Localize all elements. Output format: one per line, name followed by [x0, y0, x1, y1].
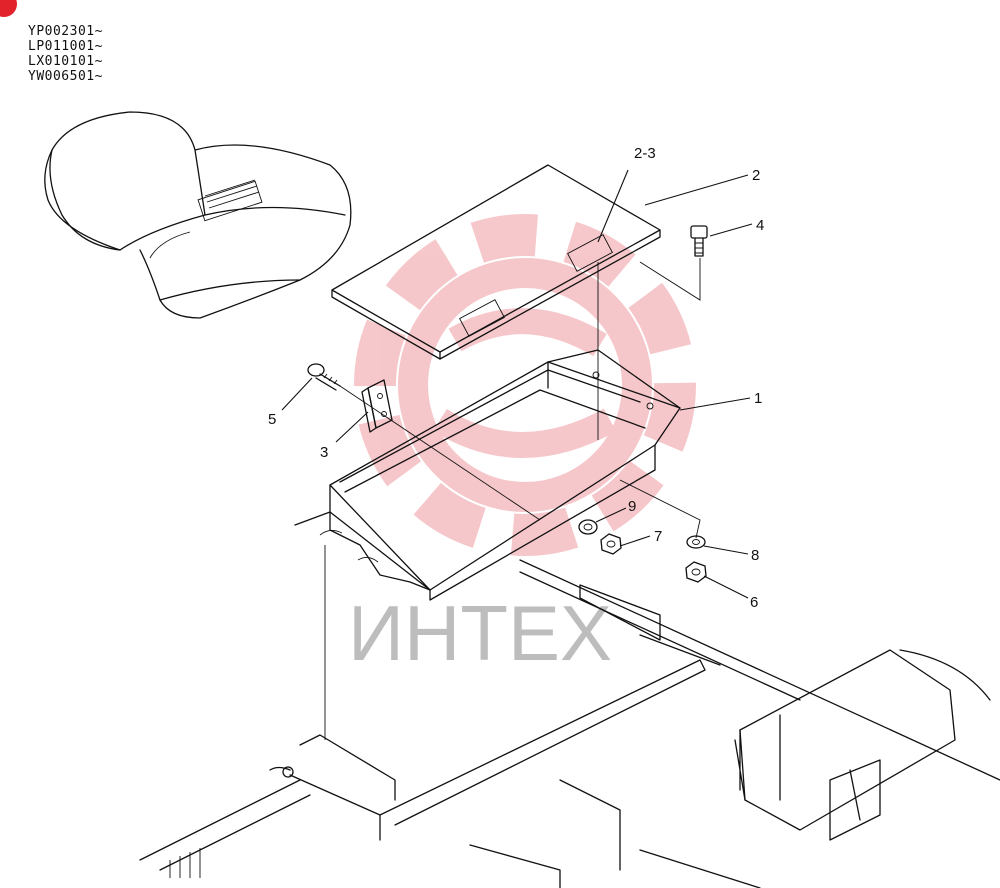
callout-leaders [281, 169, 753, 599]
nut-part-6 [685, 561, 707, 583]
callout-9: 9 [628, 498, 636, 515]
callout-6: 6 [750, 594, 758, 611]
bolt-part-5 [307, 363, 341, 391]
serial-number: YW006501~ [28, 69, 103, 84]
callout-3: 3 [320, 444, 328, 461]
machine-frame [139, 559, 1000, 888]
nut-part-9 [578, 519, 598, 535]
serial-number-list: YP002301~ LP011001~ LX010101~ YW006501~ [28, 24, 103, 84]
assembly-lines [324, 258, 701, 740]
callout-8: 8 [751, 547, 759, 564]
corner-badge [0, 0, 17, 17]
callout-4: 4 [756, 217, 764, 234]
bolt-part-4 [690, 225, 708, 257]
bracket-part-3 [361, 379, 393, 433]
serial-number: YP002301~ [28, 24, 103, 39]
callout-2-3: 2-3 [634, 145, 656, 162]
callout-1: 1 [754, 390, 762, 407]
serial-number: LP011001~ [28, 39, 103, 54]
callout-2: 2 [752, 167, 760, 184]
callout-7: 7 [654, 528, 662, 545]
serial-number: LX010101~ [28, 54, 103, 69]
operator-seat [44, 111, 352, 319]
watermark-text: ИНТЕХ [348, 589, 612, 677]
watermark-gear-logo [354, 214, 696, 556]
nut-part-7 [600, 533, 622, 555]
callout-5: 5 [268, 411, 276, 428]
cover-plate [331, 164, 661, 360]
